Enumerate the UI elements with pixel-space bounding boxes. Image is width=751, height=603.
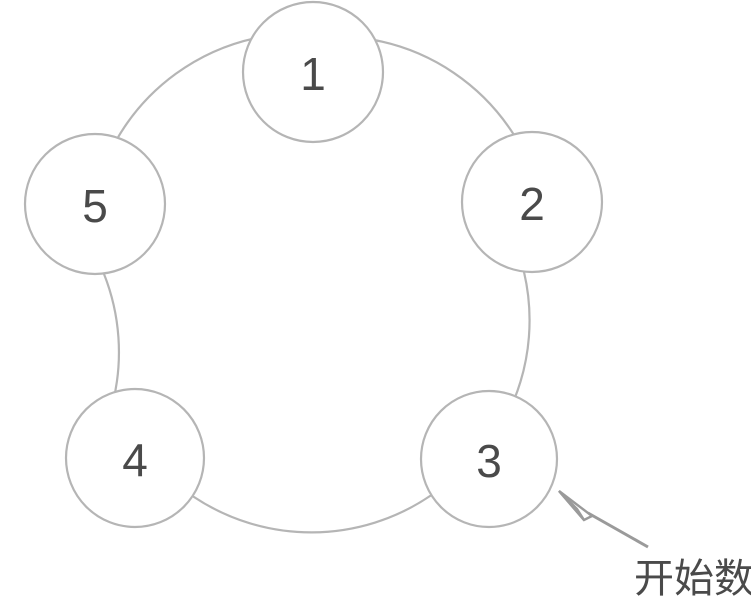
- annotation-arrow: [558, 490, 649, 549]
- node-group-1[interactable]: 1: [241, 0, 385, 144]
- node-circle-3[interactable]: [419, 389, 559, 529]
- arc-1-to-2: [372, 38, 516, 137]
- ring-arcs-group: [102, 36, 531, 534]
- node-label-1: 1: [300, 48, 326, 100]
- node-circle-4[interactable]: [64, 387, 206, 529]
- node-circle-1[interactable]: [241, 0, 385, 144]
- arc-4-to-5: [102, 272, 121, 404]
- node-group-3[interactable]: 3: [419, 389, 559, 529]
- arc-3-to-4: [192, 494, 432, 534]
- arc-2-to-3: [512, 270, 531, 402]
- arrow-head-inner-icon: [558, 490, 586, 521]
- arrow-shaft: [587, 511, 649, 549]
- arc-5-to-1: [115, 36, 258, 141]
- annotation-label: 开始数: [634, 557, 751, 601]
- node-circle-5[interactable]: [23, 132, 167, 276]
- node-label-2: 2: [519, 178, 545, 230]
- node-group-4[interactable]: 4: [64, 387, 206, 529]
- node-label-5: 5: [82, 180, 108, 232]
- node-circle-2[interactable]: [460, 130, 604, 274]
- node-label-4: 4: [122, 434, 148, 486]
- node-label-3: 3: [476, 435, 502, 487]
- node-group-2[interactable]: 2: [460, 130, 604, 274]
- node-group-5[interactable]: 5: [23, 132, 167, 276]
